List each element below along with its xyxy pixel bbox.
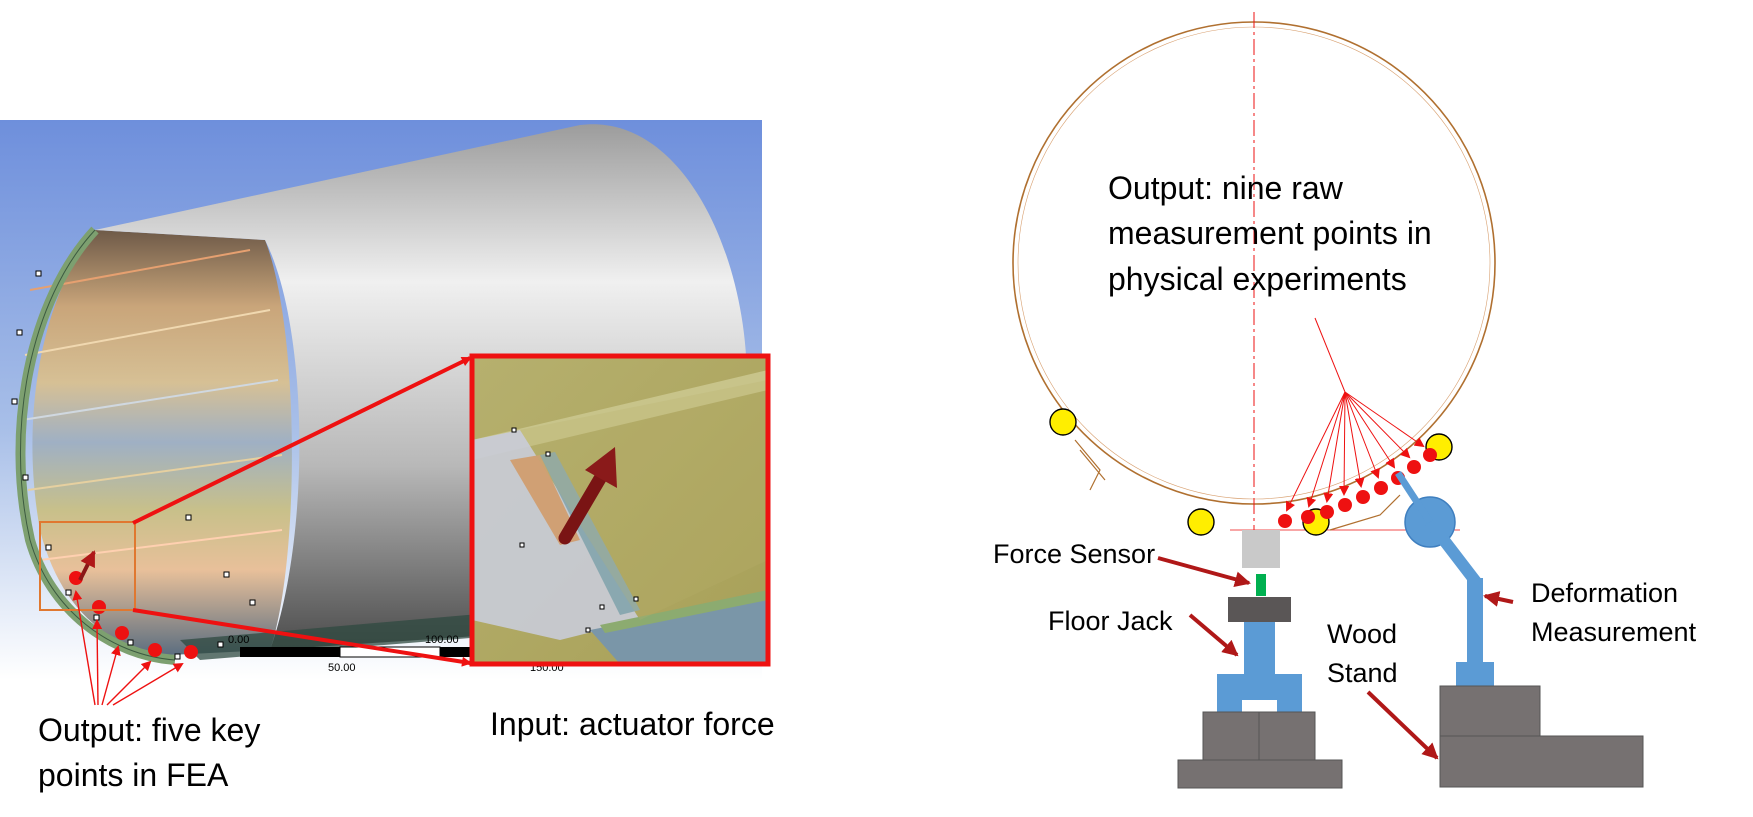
gauge-foot — [1456, 662, 1494, 686]
wood-stand-lower — [1439, 735, 1644, 788]
key-point — [92, 600, 106, 614]
wood-stand-upper — [1439, 685, 1541, 737]
deformation-label-line1: Deformation — [1531, 578, 1679, 608]
fea-model-panel: 0.00 100.00 50.00 150.00 — [0, 120, 771, 706]
experiment-output-caption: Output: nine raw measurement points in p… — [1108, 166, 1432, 302]
measurement-point — [1407, 460, 1421, 474]
measurement-point — [1278, 514, 1292, 528]
key-point — [115, 626, 129, 640]
zoom-leader-top — [132, 356, 472, 525]
scale-tick-0: 0.00 — [228, 634, 249, 646]
jack-block-lower — [1177, 759, 1343, 789]
deformation-label: Deformation Measurement — [1531, 574, 1696, 652]
zoom-source-box — [39, 521, 136, 611]
key-point — [148, 643, 162, 657]
actuator-force-arrowhead — [585, 447, 617, 488]
experiment-output-caption-line1: Output: nine raw — [1108, 170, 1343, 206]
measurement-point — [1356, 490, 1370, 504]
fea-output-caption: Output: five key points in FEA — [38, 708, 260, 798]
fea-output-caption-line1: Output: five key — [38, 712, 261, 748]
zoom-leader-bottom — [132, 608, 472, 667]
deformation-label-line2: Measurement — [1531, 617, 1697, 648]
jack-base — [1217, 674, 1302, 712]
sensor-connector — [1256, 574, 1266, 596]
key-point — [184, 645, 198, 659]
scale-tick-100: 100.00 — [425, 634, 459, 646]
jack-stem — [1244, 622, 1275, 674]
force-sensor — [1242, 530, 1280, 568]
experiment-output-caption-line2: measurement points in — [1108, 215, 1432, 252]
cylinder-interior — [32, 230, 292, 655]
wood-stand-label-line2: Stand — [1327, 658, 1398, 689]
physical-setup-panel — [1012, 12, 1644, 789]
fea-output-caption-line2: points in FEA — [38, 756, 229, 793]
floor-jack-label: Floor Jack — [1048, 606, 1173, 636]
fea-force-arrow — [78, 550, 96, 581]
measurement-point — [1374, 481, 1388, 495]
force-sensor-label: Force Sensor — [993, 539, 1156, 569]
jack-cap — [1228, 597, 1291, 622]
gauge-post — [1467, 578, 1483, 662]
wood-stand-label-line1: Wood — [1327, 619, 1398, 649]
key-point-callout-arrows — [72, 590, 184, 706]
measurement-point — [1423, 448, 1437, 462]
ring-support-points — [1049, 408, 1453, 536]
wood-stand-label: Wood Stand — [1327, 615, 1398, 693]
fea-input-caption: Input: actuator force — [490, 706, 775, 742]
key-point — [69, 571, 83, 585]
measurement-point — [1338, 498, 1352, 512]
measurement-callout-fan — [1286, 317, 1425, 512]
zoom-inset — [469, 353, 771, 667]
measurement-point — [1320, 505, 1334, 519]
fea-node-markers — [11, 270, 256, 660]
measurement-point — [1301, 510, 1315, 524]
scale-tick-50: 50.00 — [328, 662, 356, 674]
annotation-arrows — [1157, 556, 1514, 760]
experiment-output-caption-line3: physical experiments — [1108, 260, 1407, 297]
